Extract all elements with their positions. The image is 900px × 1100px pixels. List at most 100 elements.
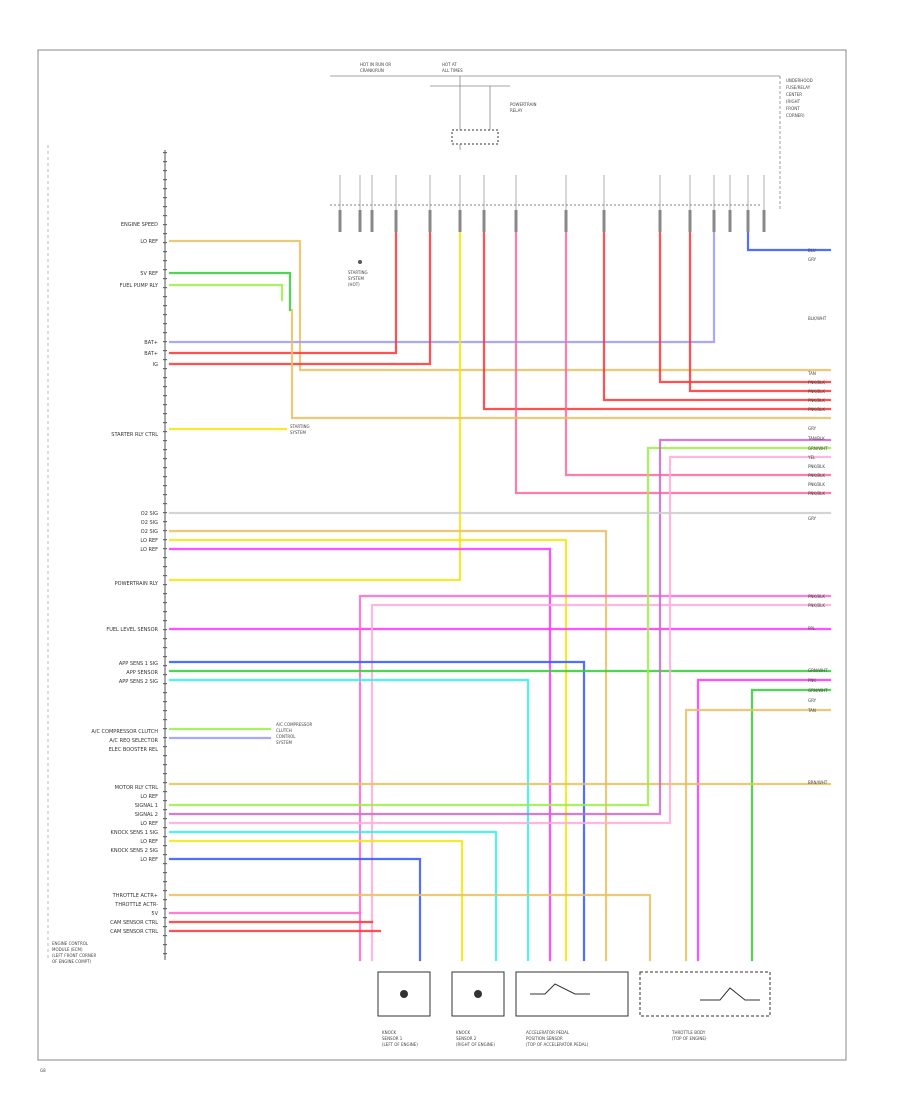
pin-tick [163,629,167,631]
pin-label-l19: A/C COMPRESSOR CLUTCH [91,729,158,735]
pin-tick [163,278,167,280]
pin-tick [163,764,167,766]
pin-tick [163,593,167,595]
pin-label-l23: LO REF [140,794,158,800]
pin-label-l9: O2 SIG [141,511,158,517]
pin-tick [163,539,167,541]
pin-tick [163,791,167,793]
svg-text:(TOP OF ACCELERATOR PEDAL): (TOP OF ACCELERATOR PEDAL) [526,1042,589,1047]
pin-tick [163,368,167,370]
fuse-label-2: ALL TIMES [442,68,463,73]
pin-label-l20: A/C REQ SELECTOR [109,738,158,744]
pin-label-l34: CAM SENSOR CTRL [110,920,158,926]
right-label-r8: PNK/BLK [808,407,825,412]
pin-tick [163,287,167,289]
pin-tick [163,737,167,739]
pin-tick [163,611,167,613]
wires [168,213,832,962]
fuse-pin [338,210,342,232]
pin-tick [163,881,167,883]
pin-label-l30: LO REF [140,857,158,863]
wire-right-green [750,688,832,962]
right-label-r2: GRY [808,257,817,262]
pin-tick [163,935,167,937]
fuse-connector-pins [338,175,766,232]
right-label-r19: PNK/BLK [808,603,825,608]
underhood-note-line: CENTER [786,92,802,97]
fuse-pin [658,210,662,232]
underhood-note-line: (RIGHT [786,99,801,104]
pin-tick [163,359,167,361]
fuse-pin [482,210,486,232]
right-label-r14: PNK/BLK [808,473,825,478]
svg-text:OF ENGINE COMPT): OF ENGINE COMPT) [52,959,92,964]
pin-label-l4: FUEL PUMP RLY [120,283,159,289]
fuse-pin [358,210,362,232]
pin-tick [163,242,167,244]
wire-bat-red-1 [168,213,398,355]
pin-tick [163,233,167,235]
footer-code: G8 [40,1068,46,1073]
pin-label-l3: 5V REF [140,271,158,277]
right-label-r20: PPL [808,626,816,631]
right-label-r18: PNK/BLK [808,594,825,599]
pin-tick [163,827,167,829]
fuse-pin [514,210,518,232]
wire-right-tan [684,708,832,962]
right-label-r25: TAN [807,708,816,713]
pin-label-l22: MOTOR RLY CTRL [115,785,159,791]
right-label-r11: GRN/WHT [808,446,828,451]
pin-label-l28: LO REF [140,839,158,845]
pin-tick [163,404,167,406]
fuse-pin [370,210,374,232]
wire-blue-right [746,213,832,252]
wire-starter-tan [290,308,832,420]
pin-tick [163,179,167,181]
pin-tick [163,818,167,820]
pin-tick [163,890,167,892]
pin-tick [163,476,167,478]
wire-o2-tan [168,529,608,962]
right-label-r15: PNK/BLK [808,482,825,487]
fuse-pin [458,210,462,232]
svg-text:CLUTCH: CLUTCH [276,728,292,733]
pin-tick [163,323,167,325]
pin-tick [163,566,167,568]
fuse-pin [564,210,568,232]
svg-text:SYSTEM: SYSTEM [348,276,364,281]
pin-tick [163,647,167,649]
pin-label-l1: ENGINE SPEED [121,222,158,228]
pin-tick [163,908,167,910]
pin-tick [163,350,167,352]
pin-tick [163,413,167,415]
wire-top-red-3 [658,213,832,384]
fuse-block-label-1: HOT IN RUN OR [360,62,391,67]
wire-top-pink-7 [564,213,832,477]
pin-tick [163,800,167,802]
pin-tick [163,395,167,397]
pin-tick [163,755,167,757]
pin-tick [163,710,167,712]
pin-tick [163,521,167,523]
pin-tick [163,512,167,514]
wire-sig-lime [168,446,832,807]
wire-app1-blue [168,660,586,962]
svg-text:CONTROL: CONTROL [276,734,296,739]
pin-label-l12: LO REF [140,538,158,544]
svg-text:(TOP OF ENGINE): (TOP OF ENGINE) [672,1036,707,1041]
pin-label-l11: O2 SIG [141,529,158,535]
wire-knock1-cyan [168,830,498,962]
wire-app2-cyan [168,678,530,962]
pin-tick [163,296,167,298]
fuse-pin [746,210,750,232]
wire-5v-ref-green [168,271,292,312]
wire-knock2-blue [168,857,422,962]
pin-tick [163,899,167,901]
wire-lo-ref-pink [168,455,832,825]
pin-tick [163,305,167,307]
pin-tick [163,422,167,424]
fuse-pin [762,210,766,232]
wire-fuel-pump-lime [168,283,284,302]
